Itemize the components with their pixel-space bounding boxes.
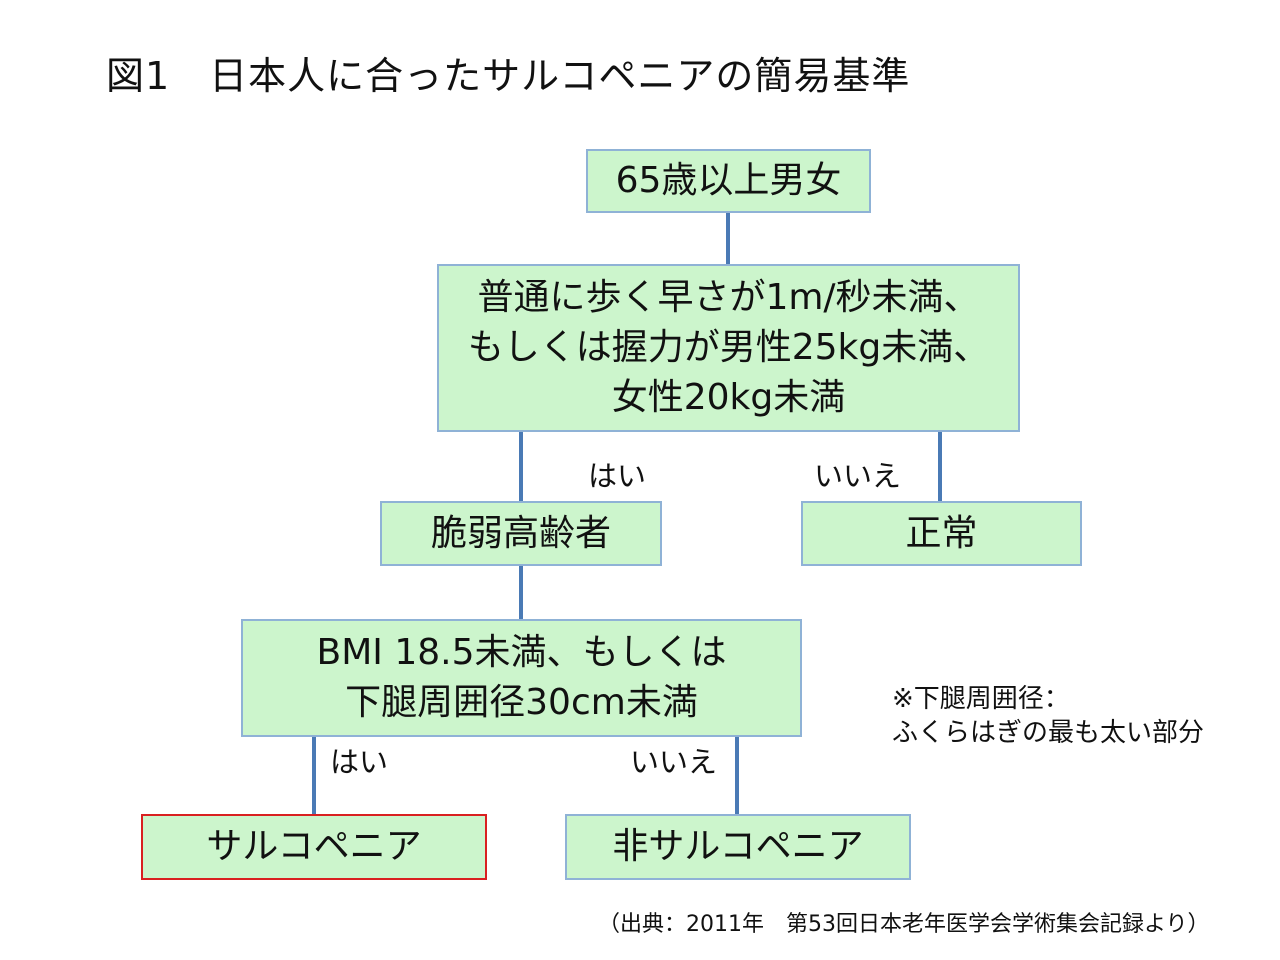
criteria2-line-2: 下腿周囲径30cm未満 — [345, 682, 698, 723]
source-citation: （出典：2011年 第53回日本老年医学会学術集会記録より） — [598, 912, 1210, 937]
footnote-line-2: ふくらはぎの最も太い部分 — [892, 718, 1205, 748]
criteria1-line-3: 女性20kg未満 — [611, 377, 846, 418]
non-sarcopenia-label: 非サルコペニア — [612, 826, 864, 867]
criteria1-line-2: もしくは握力が男性25kg未満、 — [467, 327, 990, 368]
sarcopenia-node: サルコペニア — [141, 814, 487, 880]
normal-node: 正常 — [801, 501, 1082, 566]
footnote-calf-circumference: ※下腿周囲径： ふくらはぎの最も太い部分 — [892, 682, 1204, 750]
footnote-line-1: ※下腿周囲径： — [892, 684, 1070, 714]
criteria2-node: BMI 18.5未満、もしくは 下腿周囲径30cm未満 — [241, 619, 802, 737]
criteria1-line-1: 普通に歩く早さが1m/秒未満、 — [477, 277, 980, 318]
start-node: 65歳以上男女 — [586, 149, 871, 213]
criteria2-no-label: いいえ — [630, 745, 718, 779]
frail-elderly-node: 脆弱高齢者 — [380, 501, 662, 566]
criteria2-line-1: BMI 18.5未満、もしくは — [316, 632, 727, 673]
frail-elderly-label: 脆弱高齢者 — [430, 512, 611, 554]
page-title: 図1 日本人に合ったサルコペニアの簡易基準 — [106, 54, 911, 98]
start-node-label: 65歳以上男女 — [615, 160, 842, 201]
criteria1-no-label: いいえ — [814, 459, 902, 493]
criteria1-yes-label: はい — [588, 459, 647, 493]
sarcopenia-label: サルコペニア — [206, 826, 422, 867]
normal-label: 正常 — [905, 512, 978, 554]
criteria2-yes-label: はい — [330, 745, 389, 779]
criteria1-node: 普通に歩く早さが1m/秒未満、 もしくは握力が男性25kg未満、 女性20kg未… — [437, 264, 1020, 432]
non-sarcopenia-node: 非サルコペニア — [565, 814, 911, 880]
